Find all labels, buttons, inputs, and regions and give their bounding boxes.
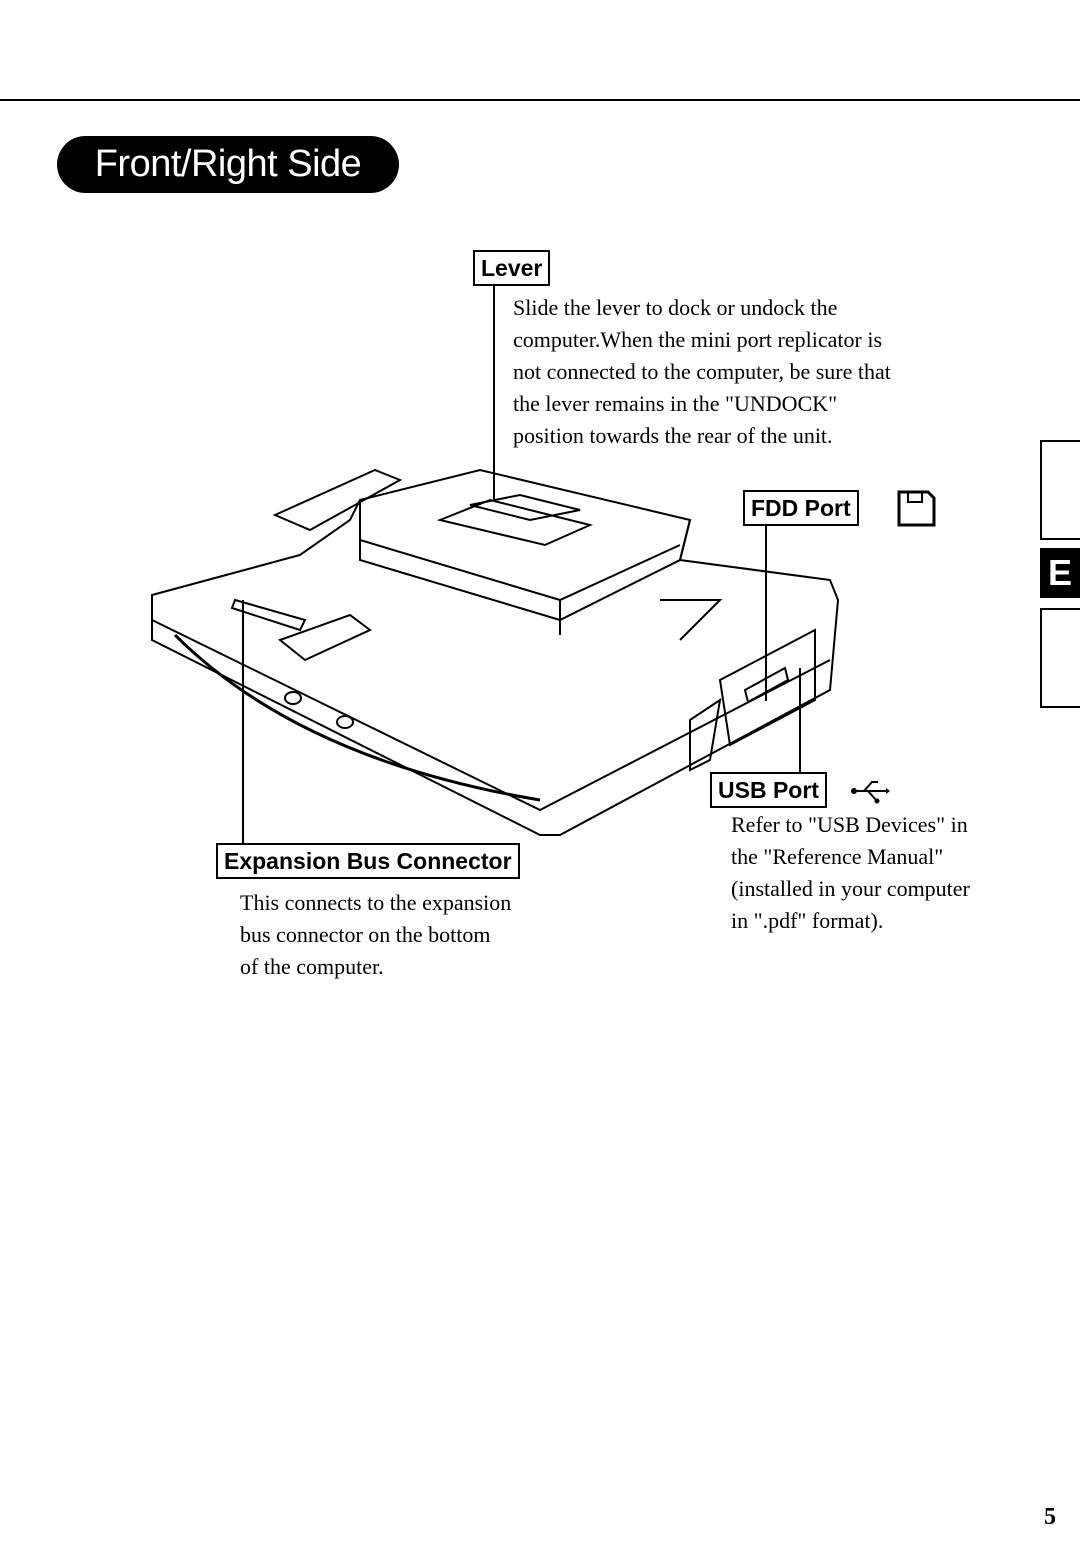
- fdd-port-label: FDD Port: [743, 490, 859, 526]
- text-line: not connected to the computer, be sure t…: [513, 359, 891, 384]
- text-line: (installed in your computer: [731, 876, 970, 901]
- expansion-bus-connector-label: Expansion Bus Connector: [216, 843, 520, 879]
- floppy-disk-icon: [897, 490, 936, 527]
- lever-description: Slide the lever to dock or undock the co…: [513, 292, 891, 452]
- top-rule: [0, 99, 1080, 101]
- text-line: computer.When the mini port replicator i…: [513, 327, 883, 352]
- page-number: 5: [1044, 1504, 1056, 1530]
- section-title: Front/Right Side: [57, 136, 399, 193]
- side-tab-upper: [1040, 440, 1080, 540]
- text-line: Slide the lever to dock or undock the: [513, 295, 838, 320]
- usb-description: Refer to "USB Devices" in the "Reference…: [731, 809, 970, 937]
- expansion-description: This connects to the expansion bus conne…: [240, 887, 511, 983]
- usb-icon: [851, 781, 890, 804]
- lever-label: Lever: [473, 250, 551, 286]
- text-line: in ".pdf" format).: [731, 908, 884, 933]
- text-line: This connects to the expansion: [240, 890, 512, 915]
- usb-leader-line: [799, 668, 801, 772]
- text-line: bus connector on the bottom: [240, 922, 491, 947]
- side-tab-lower: [1040, 608, 1080, 708]
- text-line: of the computer.: [240, 954, 384, 979]
- usb-port-label: USB Port: [710, 772, 827, 808]
- side-tab-active: E: [1040, 548, 1080, 598]
- replicator-body-outline: [151, 468, 840, 836]
- lever-leader-line: [493, 286, 495, 500]
- expansion-leader-line: [242, 600, 244, 843]
- text-line: the lever remains in the "UNDOCK": [513, 391, 838, 416]
- text-line: Refer to "USB Devices" in: [731, 812, 968, 837]
- fdd-leader-line: [765, 526, 767, 701]
- text-line: the "Reference Manual": [731, 844, 944, 869]
- text-line: position towards the rear of the unit.: [513, 423, 833, 448]
